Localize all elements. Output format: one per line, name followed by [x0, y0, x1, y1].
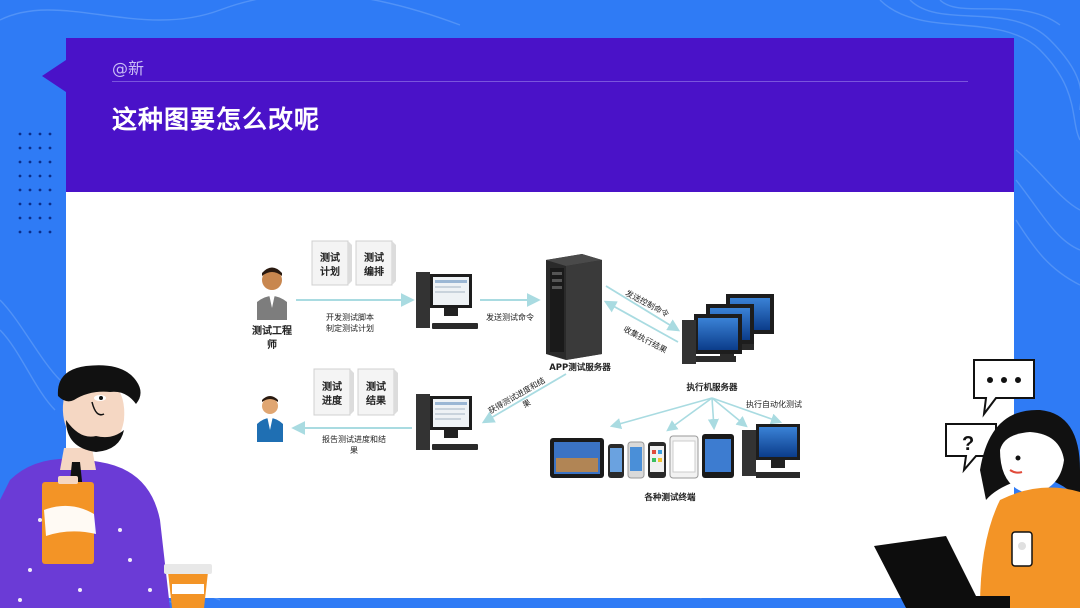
svg-text:进度: 进度: [322, 394, 343, 407]
svg-text:测试: 测试: [364, 251, 384, 264]
phone-icon-3: [648, 442, 666, 478]
slide-card: @新 这种图要怎么改呢 测试工程 师: [66, 38, 1014, 598]
slide-title: 这种图要怎么改呢: [112, 105, 321, 134]
arrow-exec-2: [666, 397, 713, 432]
header-tab-notch: [42, 60, 66, 92]
engineer-label-line2: 师: [267, 338, 277, 351]
exec-desktop-icon: [742, 424, 800, 478]
arrow-get-progress-label-line1: 获得测试进度和结: [486, 375, 546, 416]
arrow-get-progress: [481, 373, 567, 424]
engineer-person-icon: [257, 267, 287, 320]
tablet-black-icon: [702, 434, 734, 478]
svg-text:结果: 结果: [366, 394, 387, 407]
svg-text:计划: 计划: [320, 265, 340, 278]
exec-server-label: 执行机服务器: [686, 382, 738, 393]
exec-server-cluster-icon: [682, 294, 774, 364]
arrow-send-control-label: 发送控制命令: [624, 288, 671, 319]
svg-text:测试: 测试: [366, 380, 386, 393]
arrow-exec-4: [711, 397, 748, 428]
engineer-label-line1: 测试工程: [252, 324, 292, 337]
phone-icon-2: [627, 441, 645, 479]
arrow-exec-1: [609, 397, 713, 429]
svg-text:测试: 测试: [320, 251, 340, 264]
arrow-exec-5: [711, 397, 783, 425]
terminals-label: 各种测试终端: [643, 492, 696, 503]
tablet-white-icon: [669, 435, 699, 479]
doc-test-schedule-icon: 测试 编排: [355, 240, 396, 286]
doc-test-result-icon: 测试 结果: [357, 368, 398, 416]
arrow-get-progress-label-line2: 果: [521, 398, 532, 410]
arrow-report-label-line1: 报告测试进度和结: [322, 434, 386, 444]
arrow-exec-3: [707, 397, 719, 431]
manager-person-icon: [257, 396, 283, 442]
arrow-exec-auto-label: 执行自动化测试: [746, 399, 802, 409]
arrow-develop-label-line1: 开发测试脚本: [326, 312, 374, 322]
arrow-collect-result-label: 收集执行结果: [622, 324, 669, 355]
server-label: APP测试服务器: [549, 362, 611, 373]
desktop-computer-icon-bottom: [416, 394, 478, 450]
doc-test-progress-icon: 测试 进度: [313, 368, 354, 416]
author-label: @新: [112, 59, 145, 78]
arrow-send-control: [605, 285, 681, 332]
arrow-collect-result: [603, 300, 679, 343]
doc-test-plan-icon: 测试 计划: [311, 240, 352, 286]
arrow-send-test-label: 发送测试命令: [486, 312, 534, 322]
header-divider: [112, 81, 968, 82]
test-architecture-diagram: 测试工程 师 测试 计划 测试 编排 测试 进度: [252, 240, 802, 503]
desktop-computer-icon-top: [416, 272, 478, 329]
svg-text:测试: 测试: [322, 380, 342, 393]
tablet-landscape-icon: [550, 438, 604, 478]
app-test-server-icon: [546, 254, 602, 360]
dot-grid-decoration: [18, 132, 52, 234]
svg-text:编排: 编排: [364, 265, 384, 278]
arrow-report-label-line2: 果: [350, 446, 358, 455]
slide-header: @新 这种图要怎么改呢: [66, 38, 1014, 192]
arrow-develop-label-line2: 制定测试计划: [326, 323, 374, 333]
phone-icon-1: [608, 444, 624, 478]
